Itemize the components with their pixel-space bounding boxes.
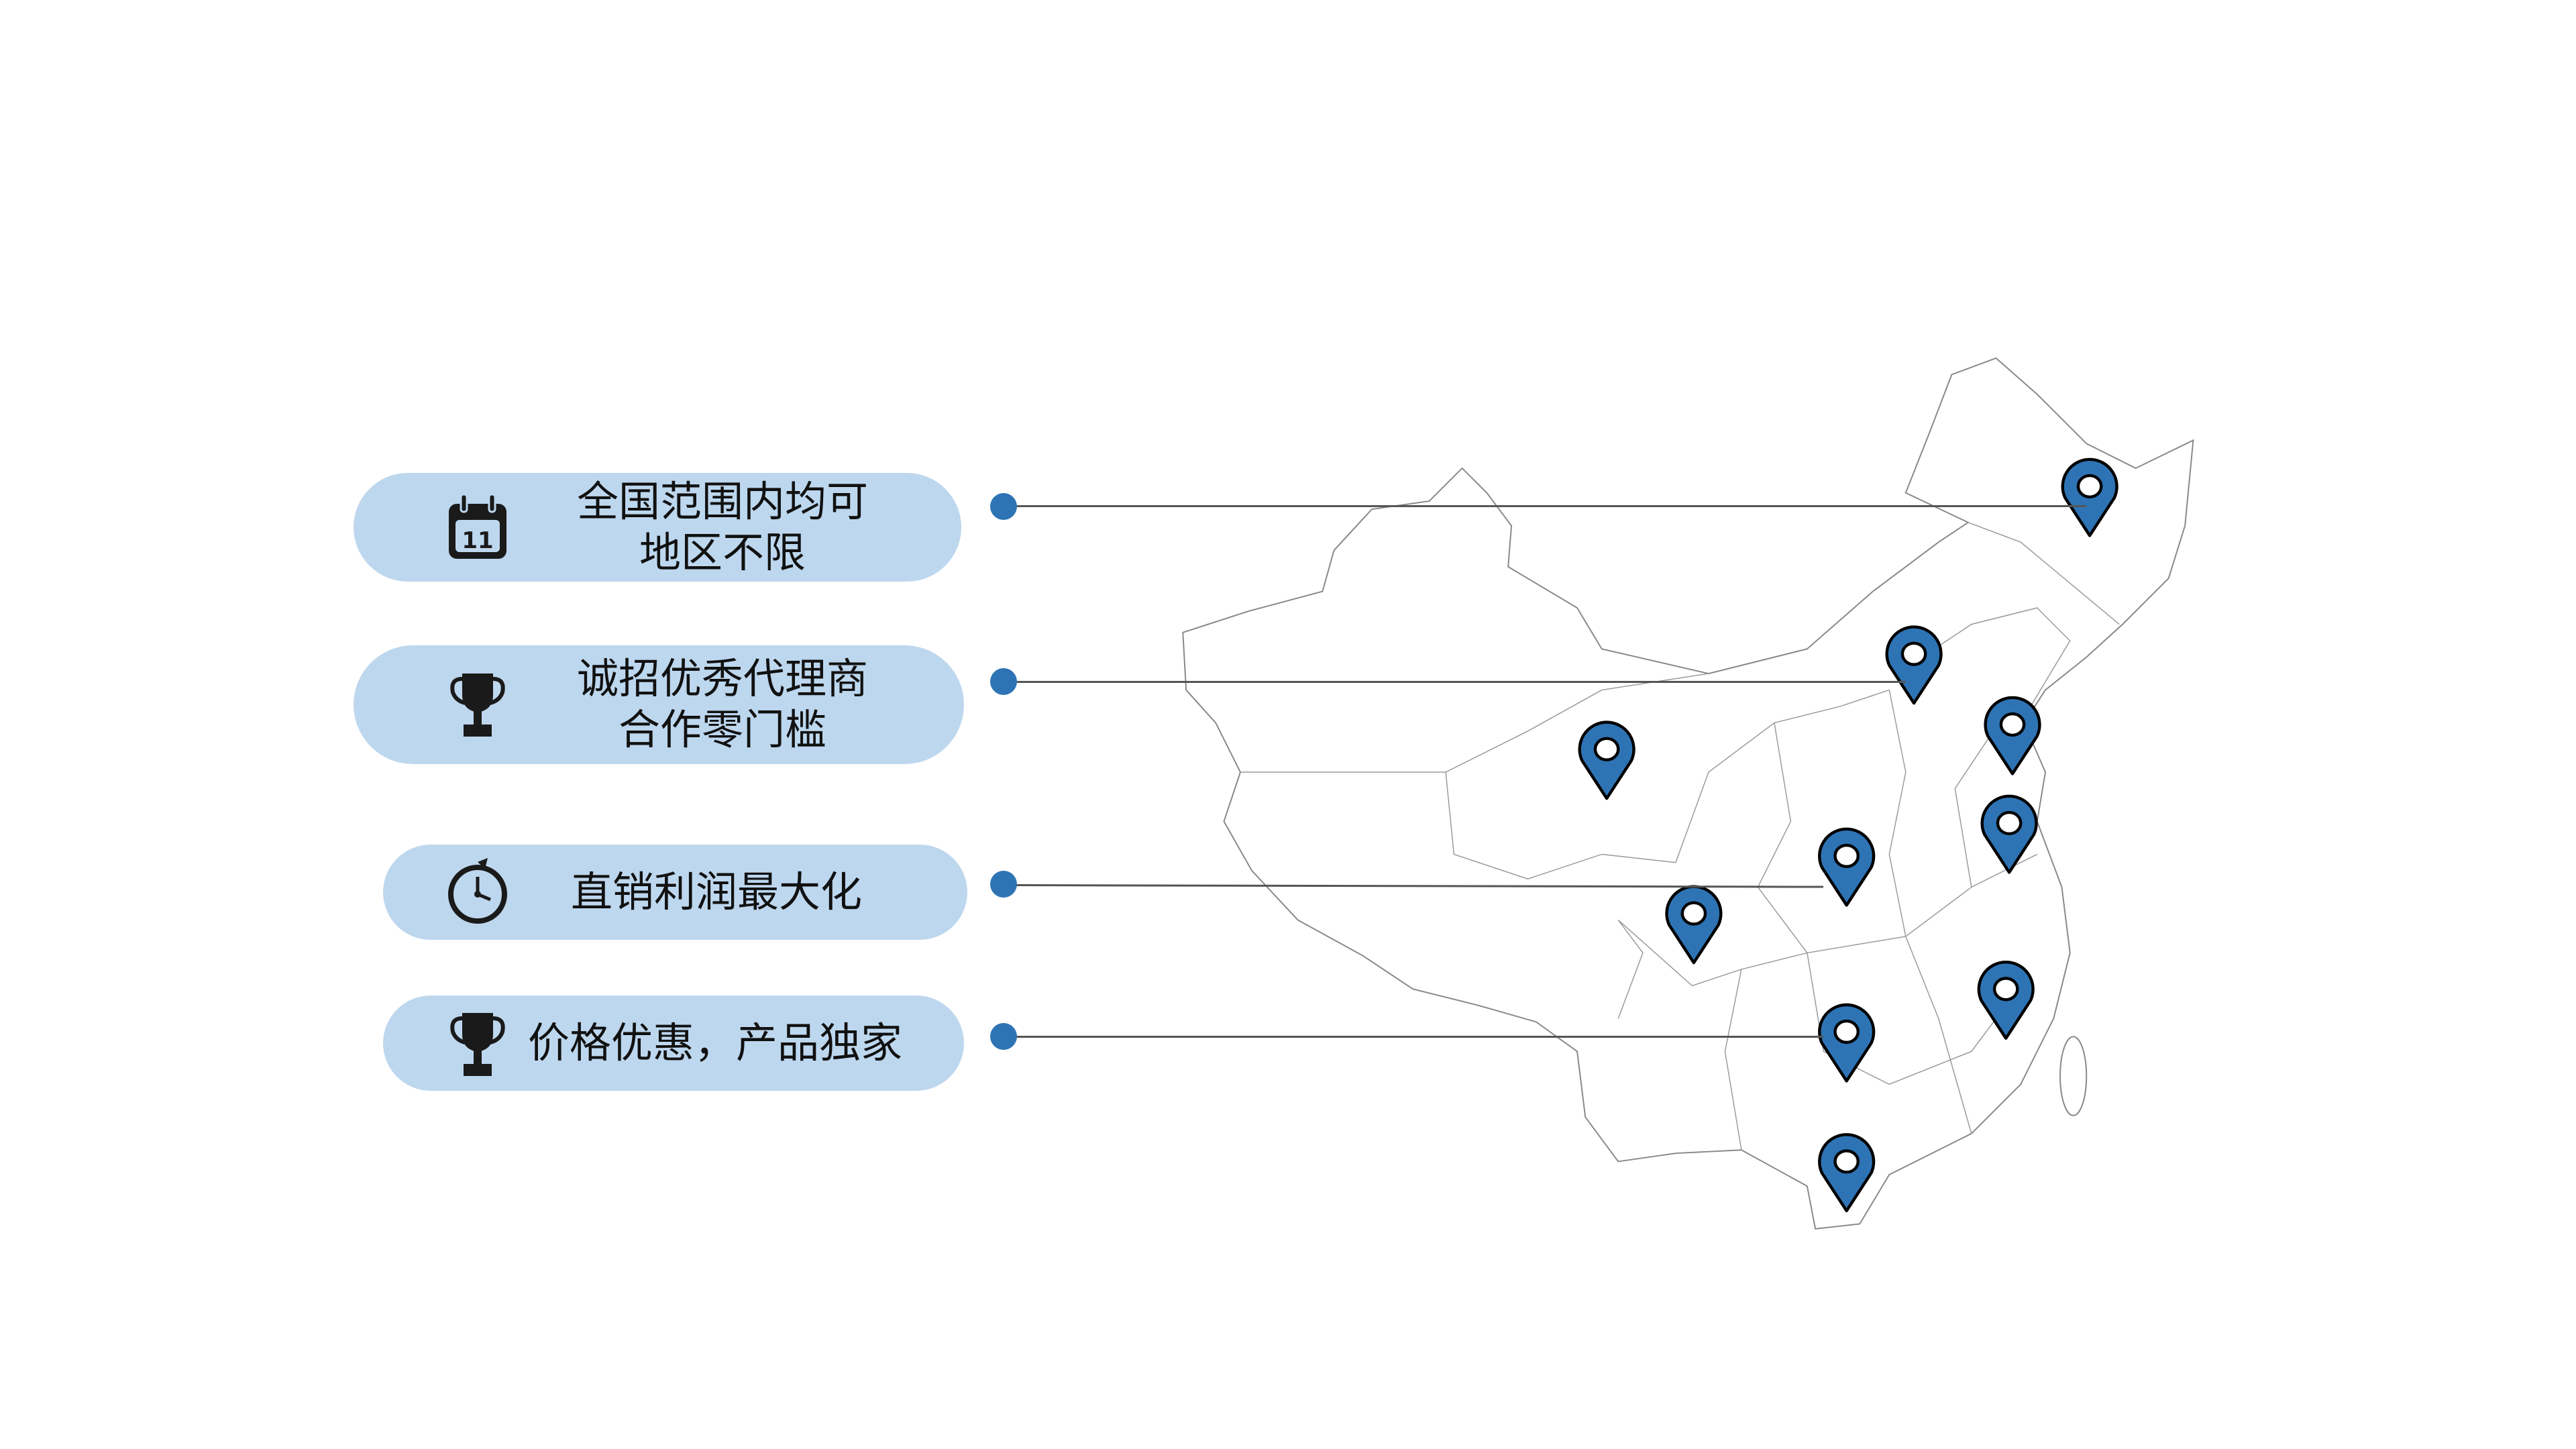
feature-title: 直销利润最大化 [571, 867, 863, 916]
connector-line [1004, 1036, 1823, 1038]
connector-line [1004, 681, 1906, 683]
calendar-icon: 11 [449, 493, 506, 559]
bullet-dot [990, 668, 1017, 695]
feature-title: 价格优惠，产品独家 [528, 1018, 903, 1067]
feature-title: 全国范围内均可 [576, 477, 868, 526]
connector-line [1004, 505, 2086, 507]
province-borders [1240, 522, 2120, 1150]
feature-pill-price: 价格优惠，产品独家 [383, 996, 964, 1091]
bullet-dot [990, 1023, 1017, 1050]
feature-subtitle: 地区不限 [639, 528, 806, 577]
china-outline [1182, 357, 2194, 1230]
stopwatch-icon [448, 858, 507, 924]
map-pin-icon [1885, 625, 1943, 705]
map-pin-icon [1665, 885, 1723, 965]
map-pin-icon [1980, 794, 2038, 874]
bullet-dot [990, 871, 1017, 898]
map-pin-icon [1977, 961, 2035, 1040]
feature-pill-profit: 直销利润最大化 [383, 845, 967, 940]
svg-text:11: 11 [462, 527, 493, 554]
feature-subtitle: 合作零门槛 [618, 705, 826, 754]
map-pin-icon [1578, 720, 1635, 800]
feature-title: 诚招优秀代理商 [576, 654, 868, 703]
bullet-dot [990, 493, 1017, 520]
map-pin-icon [1818, 1133, 1876, 1213]
trophy-icon [450, 1013, 505, 1076]
taiwan-outline [2059, 1036, 2088, 1116]
feature-pill-nationwide: 11 全国范围内均可 地区不限 [354, 473, 961, 582]
trophy-icon [450, 674, 505, 737]
feature-pill-agents: 诚招优秀代理商 合作零门槛 [354, 645, 964, 764]
map-pin-icon [1818, 1003, 1876, 1083]
map-pin-icon [2061, 458, 2118, 537]
map-pin-icon [1984, 696, 2041, 775]
map-pin-icon [1818, 827, 1876, 907]
